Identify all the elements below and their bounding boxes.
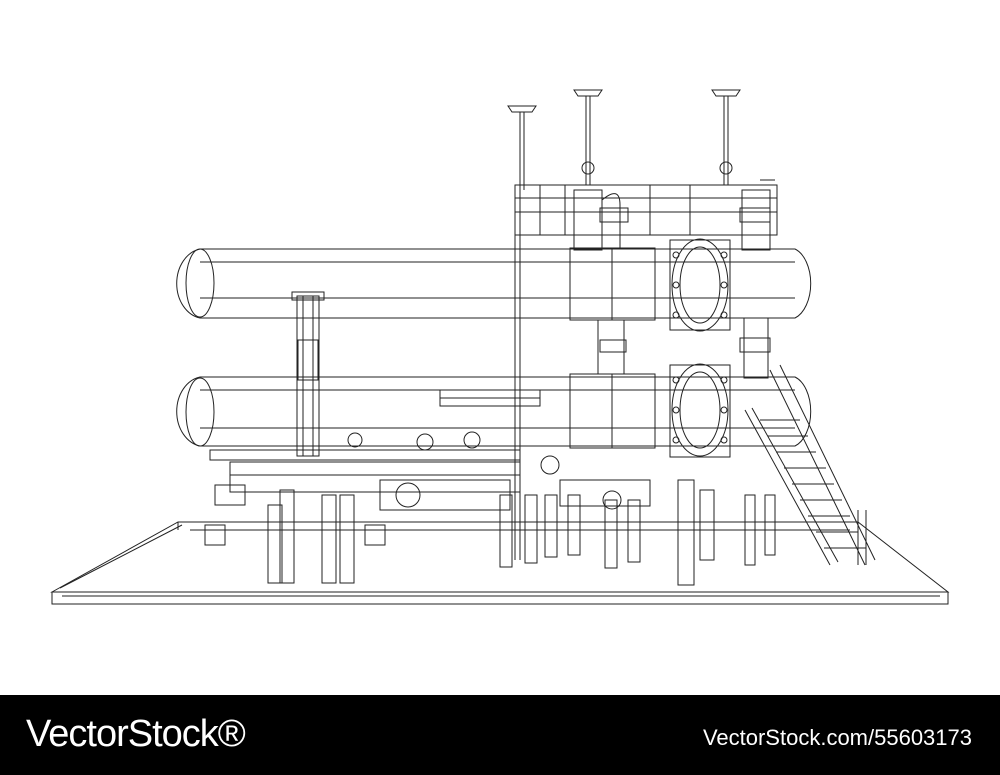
manifold-piping (209, 389, 651, 511)
wireframe-illustration (50, 89, 950, 605)
brand-logo-text: VectorStock® (26, 713, 246, 755)
staircase (744, 364, 876, 566)
vertical-pipes (573, 189, 771, 379)
lower-vessel (176, 363, 812, 458)
image-id-text: VectorStock.com/55603173 (702, 725, 972, 750)
upper-vessel (176, 238, 812, 332)
support-legs (204, 479, 776, 586)
vent-stacks (507, 89, 741, 190)
top-platform (514, 179, 778, 560)
riser-column (291, 291, 325, 457)
flange-bolts (672, 251, 728, 444)
watermark-bar: VectorStock® VectorStock.com/55603173 (0, 695, 1000, 775)
